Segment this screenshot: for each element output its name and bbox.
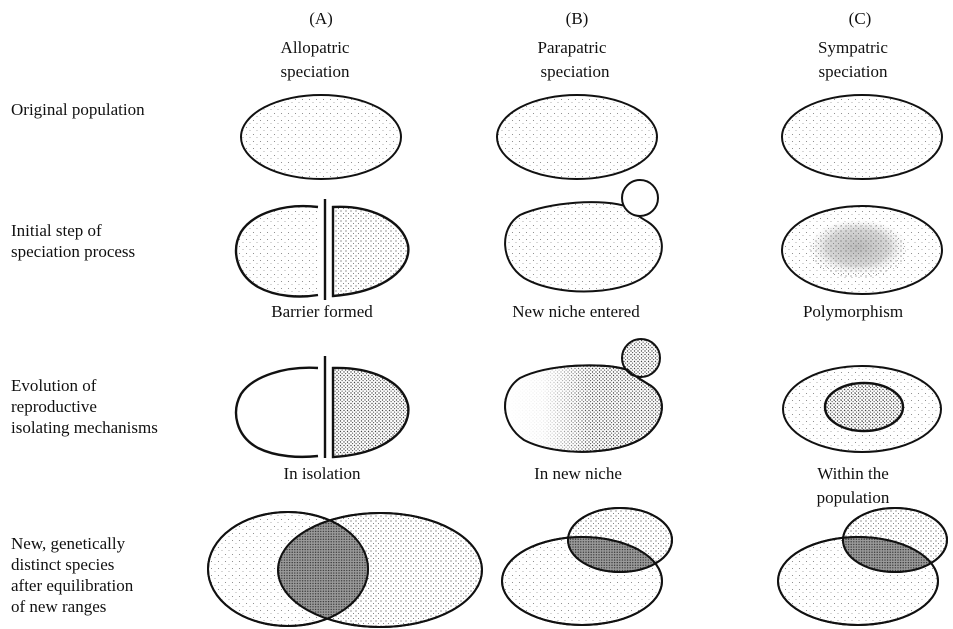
sympatric-within-population [783, 366, 941, 452]
sympatric-overlapping-species [778, 508, 947, 625]
allopatric-overlapping-species [208, 512, 482, 627]
original-population-c [782, 95, 942, 179]
parapatric-overlapping-species [502, 508, 672, 625]
allopatric-in-isolation [236, 356, 408, 458]
parapatric-in-new-niche [505, 339, 662, 460]
sympatric-polymorphism [782, 206, 942, 294]
allopatric-barrier-formed [236, 199, 408, 300]
original-population-b [497, 95, 657, 179]
parapatric-new-niche-entered [505, 180, 662, 291]
original-population-a [241, 95, 401, 179]
